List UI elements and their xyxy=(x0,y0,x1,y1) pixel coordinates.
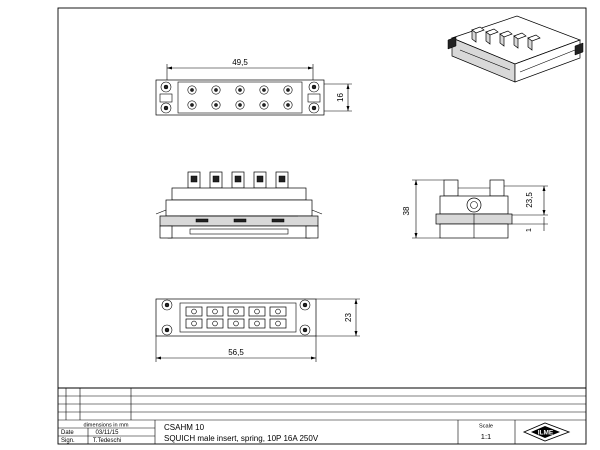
bottom-view-wire-hole xyxy=(275,320,281,327)
bottom-view-wire-entry xyxy=(227,318,245,329)
isometric-pin-side xyxy=(471,29,477,43)
front-view-terminal-slot xyxy=(234,175,242,183)
bottom-view-wire-entry xyxy=(185,318,203,329)
dim-side-small: 1 xyxy=(526,228,533,232)
scale-value: 1:1 xyxy=(481,432,491,441)
dim-bottom-height: 23 xyxy=(344,313,353,322)
top-view-contact xyxy=(187,85,197,95)
isometric-pin-side xyxy=(499,33,505,47)
top-view-contact-hole xyxy=(214,103,218,107)
sign-label: Sign. xyxy=(61,438,75,444)
bottom-view-wire-entry xyxy=(269,306,287,317)
bottom-view: 23 56,5 xyxy=(155,298,360,362)
front-view-terminal-slot xyxy=(212,175,220,183)
top-view-contact xyxy=(235,85,245,95)
top-view-contact xyxy=(259,85,269,95)
top-view-contact-hole xyxy=(190,88,194,92)
top-view-contact-hole xyxy=(238,103,242,107)
bottom-view-wire-entry xyxy=(248,318,266,329)
bottom-view-wire-entry xyxy=(269,318,287,329)
part-description: SQUICH male insert, spring, 10P 16A 250V xyxy=(164,434,319,443)
side-view: 38 23,5 1 xyxy=(402,179,548,239)
dim-top-height: 16 xyxy=(336,93,345,102)
dim-top-width: 49,5 xyxy=(232,58,248,67)
bottom-view-wire-hole xyxy=(212,320,218,327)
front-view-terminal-slot xyxy=(278,175,286,183)
top-view-contact xyxy=(283,85,293,95)
top-view-contact xyxy=(235,100,245,110)
bottom-view-wire-hole xyxy=(233,320,239,327)
sheet-border xyxy=(57,7,587,445)
bottom-view-wire-entry xyxy=(206,306,224,317)
top-view-contact-hole xyxy=(262,88,266,92)
top-view-contact xyxy=(211,85,221,95)
date-label: Date xyxy=(61,430,74,436)
top-view-contact xyxy=(211,100,221,110)
scale-label: Scale xyxy=(479,424,493,430)
front-view-terminal-slot xyxy=(256,175,264,183)
top-view-contact-hole xyxy=(238,88,242,92)
bottom-view-wire-hole xyxy=(212,308,218,315)
units-note: dimensions in mm xyxy=(83,423,128,429)
bottom-view-wire-entry xyxy=(185,306,203,317)
top-view-contact-hole xyxy=(190,103,194,107)
dim-front-height: 38 xyxy=(402,206,411,215)
bottom-view-wire-entry xyxy=(227,306,245,317)
bottom-view-wire-hole xyxy=(191,308,197,315)
part-code: CSAHM 10 xyxy=(164,423,205,432)
front-view xyxy=(155,171,323,239)
bottom-view-wire-hole xyxy=(254,308,260,315)
top-view-contact xyxy=(283,100,293,110)
top-view-contact-hole xyxy=(262,103,266,107)
title-block: dimensions in mm Date 03/11/15 Sign. T.T… xyxy=(58,420,571,444)
isometric-pin-side xyxy=(485,31,491,45)
isometric-pin-side xyxy=(513,35,519,49)
dim-side-height: 23,5 xyxy=(525,192,534,208)
ilme-logo: ILME xyxy=(522,422,571,442)
bottom-view-wire-hole xyxy=(191,320,197,327)
top-view-contact-hole xyxy=(286,103,290,107)
dim-bottom-width: 56,5 xyxy=(228,348,244,357)
bottom-view-wire-entry xyxy=(206,318,224,329)
logo-text: ILME xyxy=(538,430,554,437)
top-view-contact xyxy=(187,100,197,110)
top-view-contact-hole xyxy=(286,88,290,92)
bottom-view-wire-entry xyxy=(248,306,266,317)
bottom-view-wire-hole xyxy=(275,308,281,315)
top-view-contact xyxy=(259,100,269,110)
bottom-view-wire-hole xyxy=(233,308,239,315)
bottom-view-wire-hole xyxy=(254,320,260,327)
sign-value: T.Tedeschi xyxy=(93,438,121,444)
date-value: 03/11/15 xyxy=(96,430,120,436)
top-view: 49,5 16 xyxy=(155,58,352,116)
front-view-terminal-slot xyxy=(190,175,198,183)
isometric-view xyxy=(447,15,584,83)
isometric-pin-side xyxy=(527,37,533,51)
top-view-contact-hole xyxy=(214,88,218,92)
revision-grid xyxy=(58,388,586,421)
